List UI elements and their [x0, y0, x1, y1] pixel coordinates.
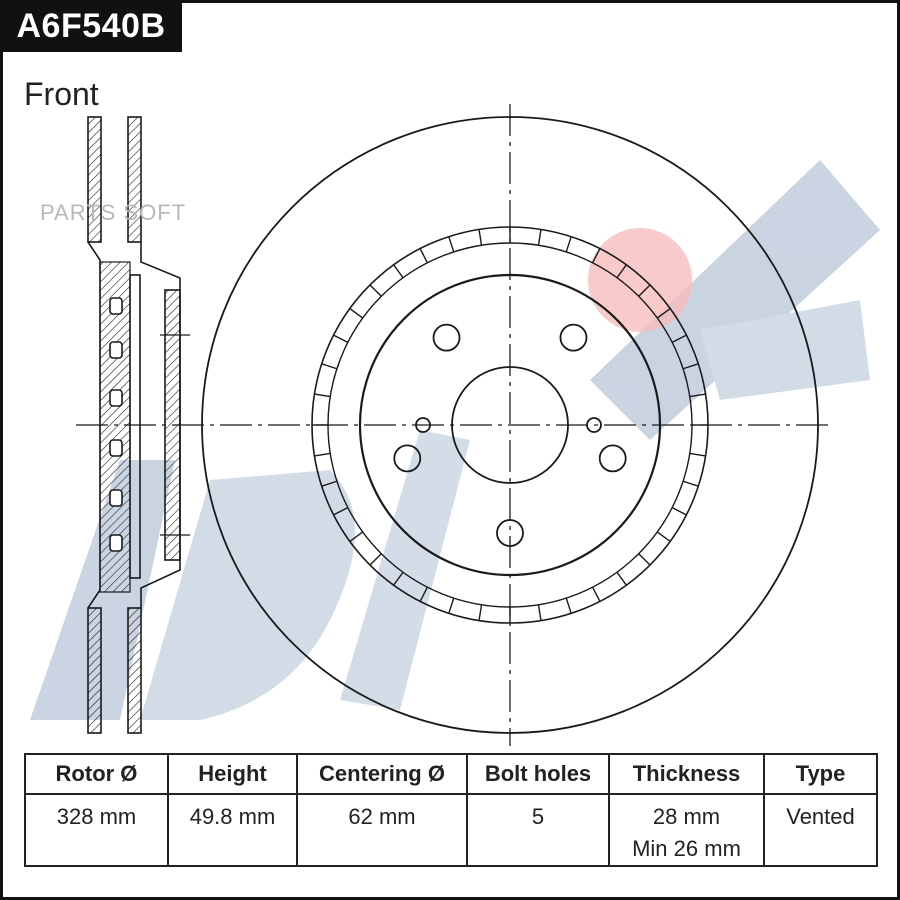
value-thickness-nominal: 28 mm [652, 804, 721, 829]
vent-tick [592, 248, 601, 264]
header-centering-diameter: Centering Ø [296, 753, 468, 795]
vent-tick [565, 597, 572, 614]
header-thickness: Thickness [608, 753, 765, 795]
vent-tick [478, 604, 483, 621]
vent-tick [314, 393, 331, 398]
vent-tick [616, 264, 627, 279]
vent-tick [333, 334, 349, 343]
vent-tick [689, 393, 706, 398]
vent-tick [671, 334, 687, 343]
bolt-hole [393, 444, 422, 473]
vent-tick [682, 480, 699, 487]
center-lines [76, 104, 832, 746]
header-rotor-diameter: Rotor Ø [24, 753, 169, 795]
value-thickness: 28 mm Min 26 mm [608, 793, 765, 867]
value-height: 49.8 mm [167, 793, 298, 867]
advics-watermark-logo [30, 160, 880, 720]
vent-tick [349, 531, 364, 542]
vent-tick [616, 571, 627, 586]
vent-tick [321, 363, 338, 370]
vent-slot-markers [109, 297, 123, 552]
vent-tick [682, 363, 699, 370]
vent-tick [478, 229, 483, 246]
value-centering-diameter: 62 mm [296, 793, 468, 867]
vent-tick [419, 248, 428, 264]
bolt-hole [559, 323, 588, 352]
specs-header-row: Rotor Ø Height Centering Ø Bolt holes Th… [24, 753, 878, 795]
vent-tick [314, 452, 331, 457]
vent-tick [393, 571, 404, 586]
header-type: Type [763, 753, 878, 795]
vent-tick [393, 264, 404, 279]
header-bolt-holes: Bolt holes [466, 753, 610, 795]
front-view-label: Front [24, 76, 99, 112]
vent-tick [369, 553, 382, 566]
watermark-overlay-text: PARTS SOFT [40, 200, 187, 225]
bolt-hole [598, 444, 627, 473]
vent-tick [592, 586, 601, 602]
value-thickness-min: Min 26 mm [632, 836, 741, 861]
vent-tick [565, 236, 572, 253]
value-bolt-holes: 5 [466, 793, 610, 867]
vent-tick [321, 480, 338, 487]
specifications-table: Rotor Ø Height Centering Ø Bolt holes Th… [24, 753, 878, 867]
vent-tick [369, 284, 382, 297]
specs-value-row: 328 mm 49.8 mm 62 mm 5 28 mm Min 26 mm V… [24, 793, 878, 867]
header-height: Height [167, 753, 298, 795]
part-number-badge: A6F540B [0, 0, 182, 52]
vent-tick [333, 507, 349, 516]
vent-tick [656, 531, 671, 542]
vent-tick [419, 586, 428, 602]
bolt-hole [432, 323, 461, 352]
vent-ticks [312, 227, 708, 623]
vent-tick [689, 452, 706, 457]
vent-tick [638, 553, 651, 566]
vent-tick [349, 308, 364, 319]
vent-tick [537, 604, 542, 621]
vent-tick [537, 229, 542, 246]
vent-tick [638, 284, 651, 297]
value-rotor-diameter: 328 mm [24, 793, 169, 867]
vent-tick [448, 236, 455, 253]
value-type: Vented [763, 793, 878, 867]
vent-tick [448, 597, 455, 614]
vent-tick [671, 507, 687, 516]
vent-tick [656, 308, 671, 319]
